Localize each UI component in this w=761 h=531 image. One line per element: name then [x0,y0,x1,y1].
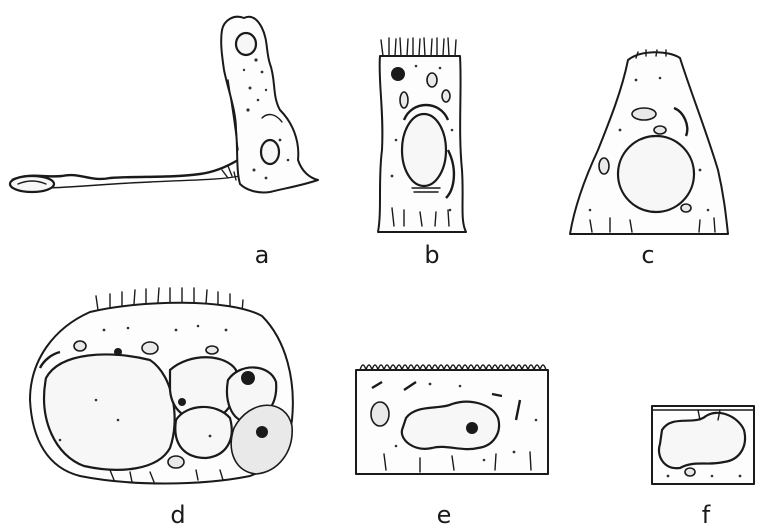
panel-label-f: f [702,501,711,529]
panel-f-drawing [652,406,754,484]
cell-b-nucleus [402,114,446,186]
panel-label-a: a [255,241,270,269]
cell-d-nucleus-large [44,354,175,469]
panel-label-e: e [437,501,452,529]
panel-a-drawing [10,17,318,193]
panel-label-b: b [424,241,439,269]
panel-label-c: c [641,241,654,269]
panel-label-d: d [170,501,185,529]
panel-c-drawing [570,50,728,234]
process-nucleus [10,176,54,192]
panel-d-drawing [30,288,293,484]
cell-c-nucleus [618,136,694,212]
panel-b-drawing [378,38,466,232]
panel-e-drawing [356,365,548,474]
